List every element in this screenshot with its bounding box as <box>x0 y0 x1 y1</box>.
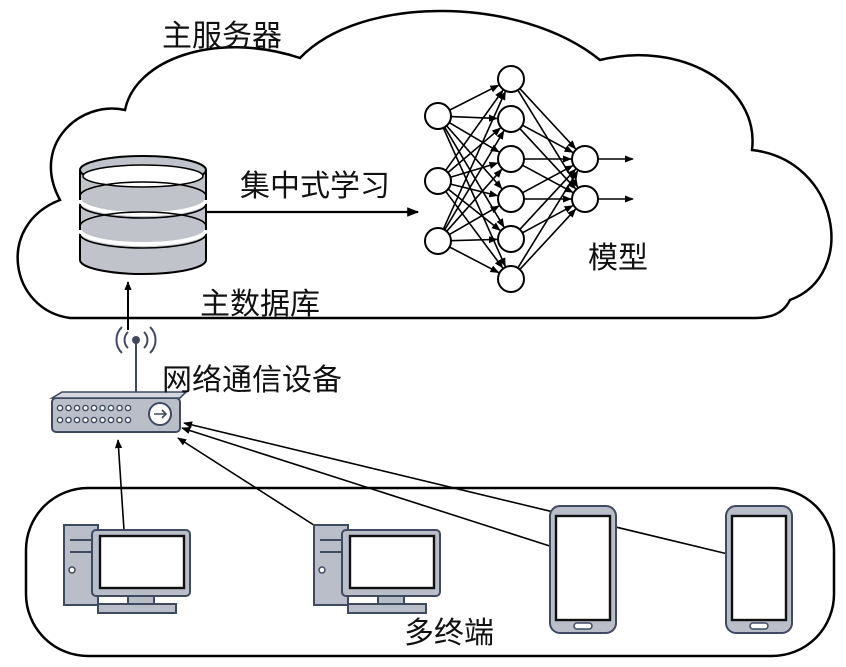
output-node <box>571 185 599 213</box>
network-connection <box>450 236 498 244</box>
network-connection <box>442 90 506 230</box>
network-connection <box>447 127 502 174</box>
antenna-icon <box>115 326 157 400</box>
network-connection <box>448 121 500 153</box>
network-connection <box>443 130 505 231</box>
router-port <box>116 416 123 424</box>
network-connection <box>445 125 503 190</box>
neural-network-model <box>424 65 599 293</box>
hidden-node <box>497 145 525 173</box>
router-port <box>73 416 81 424</box>
hidden-node <box>497 225 525 253</box>
hidden-node <box>497 65 525 93</box>
network-device-label: 网络通信设备 <box>162 363 342 398</box>
network-connection <box>519 88 577 150</box>
network-connection <box>522 124 574 154</box>
router-port <box>90 404 98 412</box>
input-node <box>424 227 452 255</box>
network-connection <box>449 84 500 111</box>
router-port <box>56 404 64 412</box>
database-icon <box>78 155 208 275</box>
network-connection <box>447 188 501 231</box>
router-port <box>90 416 98 424</box>
router-port <box>124 404 132 412</box>
network-connection <box>448 205 500 236</box>
network-connection <box>450 114 498 122</box>
network-connection <box>450 183 499 198</box>
input-node <box>424 102 452 130</box>
main-database-label: 主数据库 <box>200 287 320 322</box>
desktop-computer-icon <box>313 524 441 614</box>
router-port <box>116 404 123 412</box>
multi-terminal-label: 多终端 <box>404 616 494 651</box>
main-server-label: 主服务器 <box>162 19 282 54</box>
desktop-computer-icon <box>63 524 191 614</box>
router-port <box>65 416 72 424</box>
router-port <box>99 416 106 424</box>
router-port <box>82 416 89 424</box>
centralized-learning-label: 集中式学习 <box>240 169 390 204</box>
router-port <box>107 416 115 424</box>
router-port <box>107 404 115 412</box>
network-connection <box>522 164 574 194</box>
network-connection <box>449 246 500 274</box>
router-port <box>73 404 81 412</box>
cloud-shape <box>16 9 833 320</box>
router-port <box>99 404 106 412</box>
network-edges <box>442 84 634 274</box>
arrow-terminal-1 <box>114 439 126 546</box>
hidden-node <box>497 105 525 133</box>
network-connection <box>519 168 577 230</box>
network-connection <box>444 89 504 171</box>
network-connection <box>517 170 579 269</box>
router-port <box>124 416 132 424</box>
smartphone-icon <box>549 505 617 634</box>
router-port <box>65 404 72 412</box>
arrow-terminal-3 <box>181 427 557 549</box>
router-port <box>82 404 89 412</box>
input-node <box>424 167 452 195</box>
router-port <box>56 416 64 424</box>
output-node <box>571 145 599 173</box>
router-icon <box>49 391 188 433</box>
hidden-node <box>497 185 525 213</box>
network-connection <box>450 161 499 179</box>
model-label: 模型 <box>588 241 648 276</box>
hidden-node <box>497 265 525 293</box>
smartphone-icon <box>725 505 793 634</box>
arrow-terminal-4 <box>183 421 733 556</box>
network-connection <box>519 208 577 270</box>
network-connection <box>446 168 503 232</box>
